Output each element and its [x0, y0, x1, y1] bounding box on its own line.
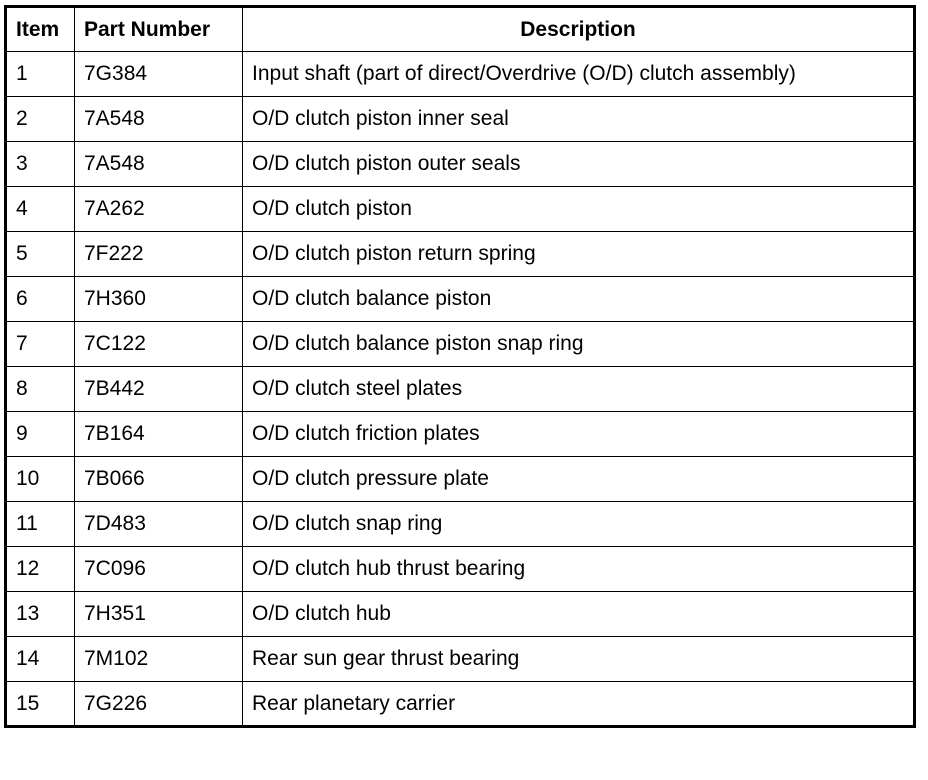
- cell-part-number: 7B066: [74, 456, 243, 502]
- cell-description: Rear planetary carrier: [242, 681, 915, 727]
- cell-description: O/D clutch snap ring: [242, 501, 915, 547]
- cell-description: O/D clutch piston return spring: [242, 231, 915, 277]
- cell-description: O/D clutch hub thrust bearing: [242, 546, 915, 592]
- table-header-row: Item Part Number Description: [5, 6, 915, 52]
- cell-item: 12: [5, 546, 75, 592]
- cell-description: O/D clutch hub: [242, 591, 915, 637]
- cell-part-number: 7G384: [74, 51, 243, 97]
- cell-part-number: 7F222: [74, 231, 243, 277]
- cell-description: O/D clutch piston inner seal: [242, 96, 915, 142]
- cell-part-number: 7C122: [74, 321, 243, 367]
- cell-part-number: 7A262: [74, 186, 243, 232]
- cell-item: 6: [5, 276, 75, 322]
- cell-part-number: 7A548: [74, 96, 243, 142]
- cell-item: 14: [5, 636, 75, 682]
- cell-description: O/D clutch friction plates: [242, 411, 915, 457]
- cell-description: O/D clutch piston: [242, 186, 915, 232]
- cell-part-number: 7G226: [74, 681, 243, 727]
- cell-part-number: 7M102: [74, 636, 243, 682]
- cell-part-number: 7B164: [74, 411, 243, 457]
- cell-item: 2: [5, 96, 75, 142]
- column-header-item: Item: [5, 6, 75, 52]
- cell-item: 13: [5, 591, 75, 637]
- cell-item: 10: [5, 456, 75, 502]
- cell-part-number: 7C096: [74, 546, 243, 592]
- cell-item: 1: [5, 51, 75, 97]
- cell-description: O/D clutch pressure plate: [242, 456, 915, 502]
- cell-description: Input shaft (part of direct/Overdrive (O…: [242, 51, 915, 97]
- cell-item: 9: [5, 411, 75, 457]
- cell-part-number: 7D483: [74, 501, 243, 547]
- cell-item: 3: [5, 141, 75, 187]
- cell-item: 15: [5, 681, 75, 727]
- cell-description: O/D clutch steel plates: [242, 366, 915, 412]
- column-header-description: Description: [242, 6, 915, 52]
- cell-part-number: 7B442: [74, 366, 243, 412]
- cell-description: O/D clutch piston outer seals: [242, 141, 915, 187]
- cell-item: 7: [5, 321, 75, 367]
- cell-part-number: 7H351: [74, 591, 243, 637]
- cell-part-number: 7A548: [74, 141, 243, 187]
- column-header-part-number: Part Number: [74, 6, 243, 52]
- cell-part-number: 7H360: [74, 276, 243, 322]
- cell-description: Rear sun gear thrust bearing: [242, 636, 915, 682]
- cell-item: 11: [5, 501, 75, 547]
- cell-description: O/D clutch balance piston snap ring: [242, 321, 915, 367]
- cell-item: 5: [5, 231, 75, 277]
- cell-item: 8: [5, 366, 75, 412]
- cell-item: 4: [5, 186, 75, 232]
- cell-description: O/D clutch balance piston: [242, 276, 915, 322]
